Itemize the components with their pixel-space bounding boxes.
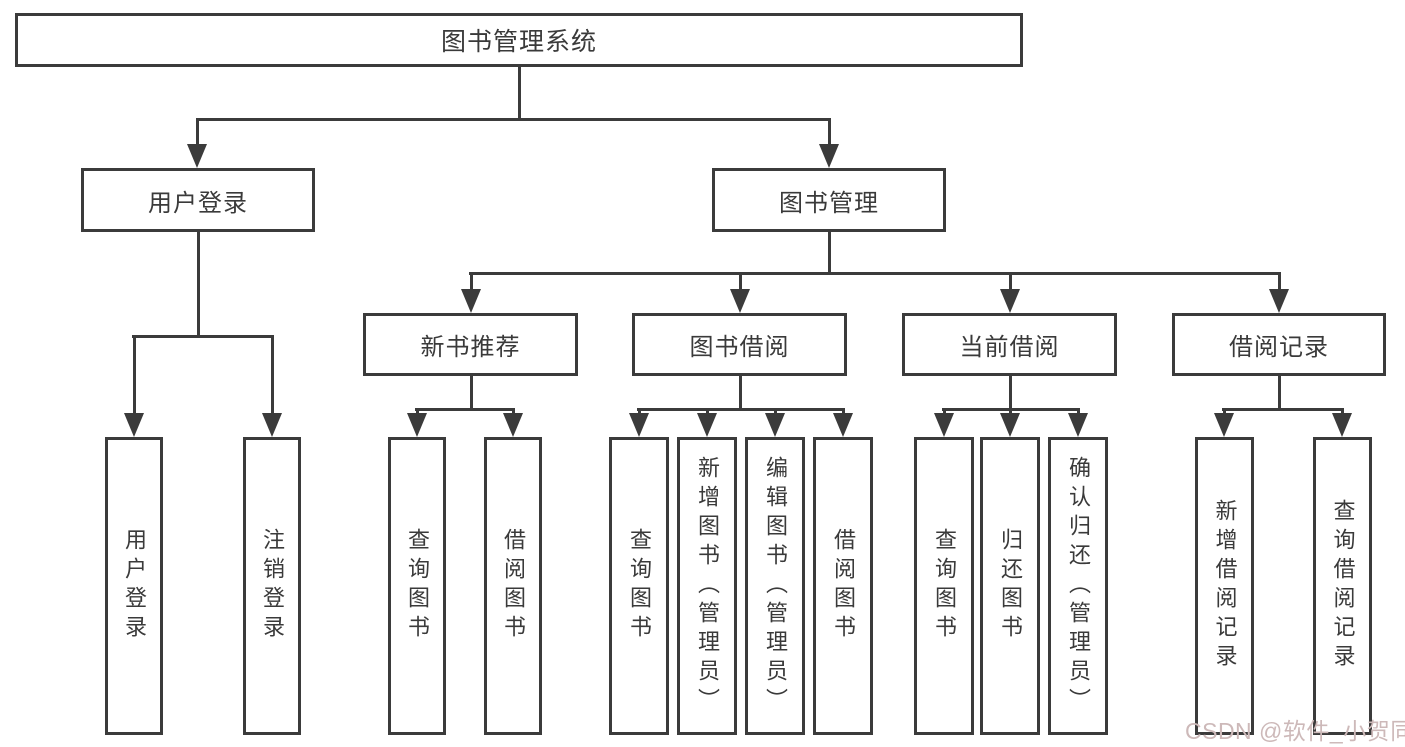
leaf-edit-book-admin: 编辑图书（管理员） [745,437,805,735]
connector-line [469,272,473,289]
node-book-mgmt-label: 图书管理 [779,189,879,217]
connector-line [132,335,136,413]
arrowhead-icon [833,413,853,437]
arrowhead-icon [730,289,750,313]
node-user-login-label: 用户登录 [148,189,248,217]
node-user-login: 用户登录 [81,168,315,232]
node-current-borrow-label: 当前借阅 [959,334,1060,361]
node-new-book-rec: 新书推荐 [363,313,578,376]
arrowhead-icon [765,413,785,437]
arrowhead-icon [1332,413,1352,437]
connector-line [637,408,845,411]
leaf-query-books: 查询图书 [388,437,446,735]
arrowhead-icon [1000,289,1020,313]
leaf-return-book: 归还图书 [980,437,1040,735]
leaf-confirm-return-admin: 确认归还（管理员） [1048,437,1108,735]
arrowhead-icon [1000,413,1020,437]
leaf-confirm-return-admin-label: 确认归还（管理员） [1066,455,1091,717]
csdn-watermark: CSDN @软件_小贺同学 [1185,718,1405,744]
connector-line [1277,376,1281,408]
connector-line [841,408,845,413]
arrowhead-icon [407,413,427,437]
node-current-borrow: 当前借阅 [902,313,1117,376]
leaf-user-login: 用户登录 [105,437,163,735]
arrowhead-icon [124,413,144,437]
connector-line [1277,272,1281,289]
leaf-add-book-admin: 新增图书（管理员） [677,437,737,735]
connector-line [1008,408,1012,413]
leaf-return-book-label: 归还图书 [998,528,1023,644]
arrowhead-icon [819,144,839,168]
leaf-query-books: 查询图书 [609,437,669,735]
connector-line [1222,408,1344,411]
connector-line [637,408,641,413]
node-new-book-rec-label: 新书推荐 [420,334,521,361]
arrowhead-icon [629,413,649,437]
leaf-add-book-admin-label: 新增图书（管理员） [695,455,720,717]
leaf-add-borrow-record-label: 新增借阅记录 [1212,499,1238,673]
arrowhead-icon [503,413,523,437]
node-book-borrow: 图书借阅 [632,313,847,376]
connector-line [517,67,521,118]
connector-line [738,272,742,289]
connector-line [196,118,831,121]
arrowhead-icon [461,289,481,313]
connector-line [1076,408,1080,413]
connector-line [132,335,274,338]
connector-line [942,408,946,413]
leaf-edit-book-admin-label: 编辑图书（管理员） [763,455,788,717]
leaf-borrow-books-label: 借阅图书 [831,528,856,644]
node-borrow-records: 借阅记录 [1172,313,1386,376]
leaf-borrow-books-label: 借阅图书 [501,528,526,644]
leaf-borrow-books: 借阅图书 [813,437,873,735]
connector-line [415,408,419,413]
connector-line [773,408,777,413]
arrowhead-icon [1214,413,1234,437]
leaf-query-books-label: 查询图书 [627,528,652,644]
connector-line [1008,376,1012,408]
connector-line [469,376,473,408]
connector-line [195,118,199,144]
leaf-query-books: 查询图书 [914,437,974,735]
connector-line [738,376,742,408]
connector-line [469,272,1281,275]
arrowhead-icon [187,144,207,168]
leaf-borrow-books: 借阅图书 [484,437,542,735]
leaf-user-login-label: 用户登录 [122,528,147,644]
connector-line [827,232,831,272]
arrowhead-icon [1068,413,1088,437]
node-root-label: 图书管理系统 [440,28,597,56]
leaf-query-books-label: 查询图书 [405,528,430,644]
connector-line [415,408,515,411]
arrowhead-icon [934,413,954,437]
arrowhead-icon [1269,289,1289,313]
arrowhead-icon [262,413,282,437]
connector-line [1222,408,1226,413]
leaf-logout-label: 注销登录 [260,528,285,644]
node-book-mgmt: 图书管理 [712,168,946,232]
node-borrow-records-label: 借阅记录 [1229,334,1329,361]
connector-line [827,118,831,144]
leaf-query-borrow-record: 查询借阅记录 [1313,437,1372,735]
node-root: 图书管理系统 [15,13,1023,67]
connector-line [1008,272,1012,289]
connector-line [511,408,515,413]
node-book-borrow-label: 图书借阅 [689,334,790,361]
leaf-add-borrow-record: 新增借阅记录 [1195,437,1254,735]
leaf-logout: 注销登录 [243,437,301,735]
connector-line [196,232,200,335]
connector-line [270,335,274,413]
arrowhead-icon [697,413,717,437]
connector-line [705,408,709,413]
leaf-query-books-label: 查询图书 [932,528,957,644]
leaf-query-borrow-record-label: 查询借阅记录 [1330,499,1356,673]
connector-line [1340,408,1344,413]
